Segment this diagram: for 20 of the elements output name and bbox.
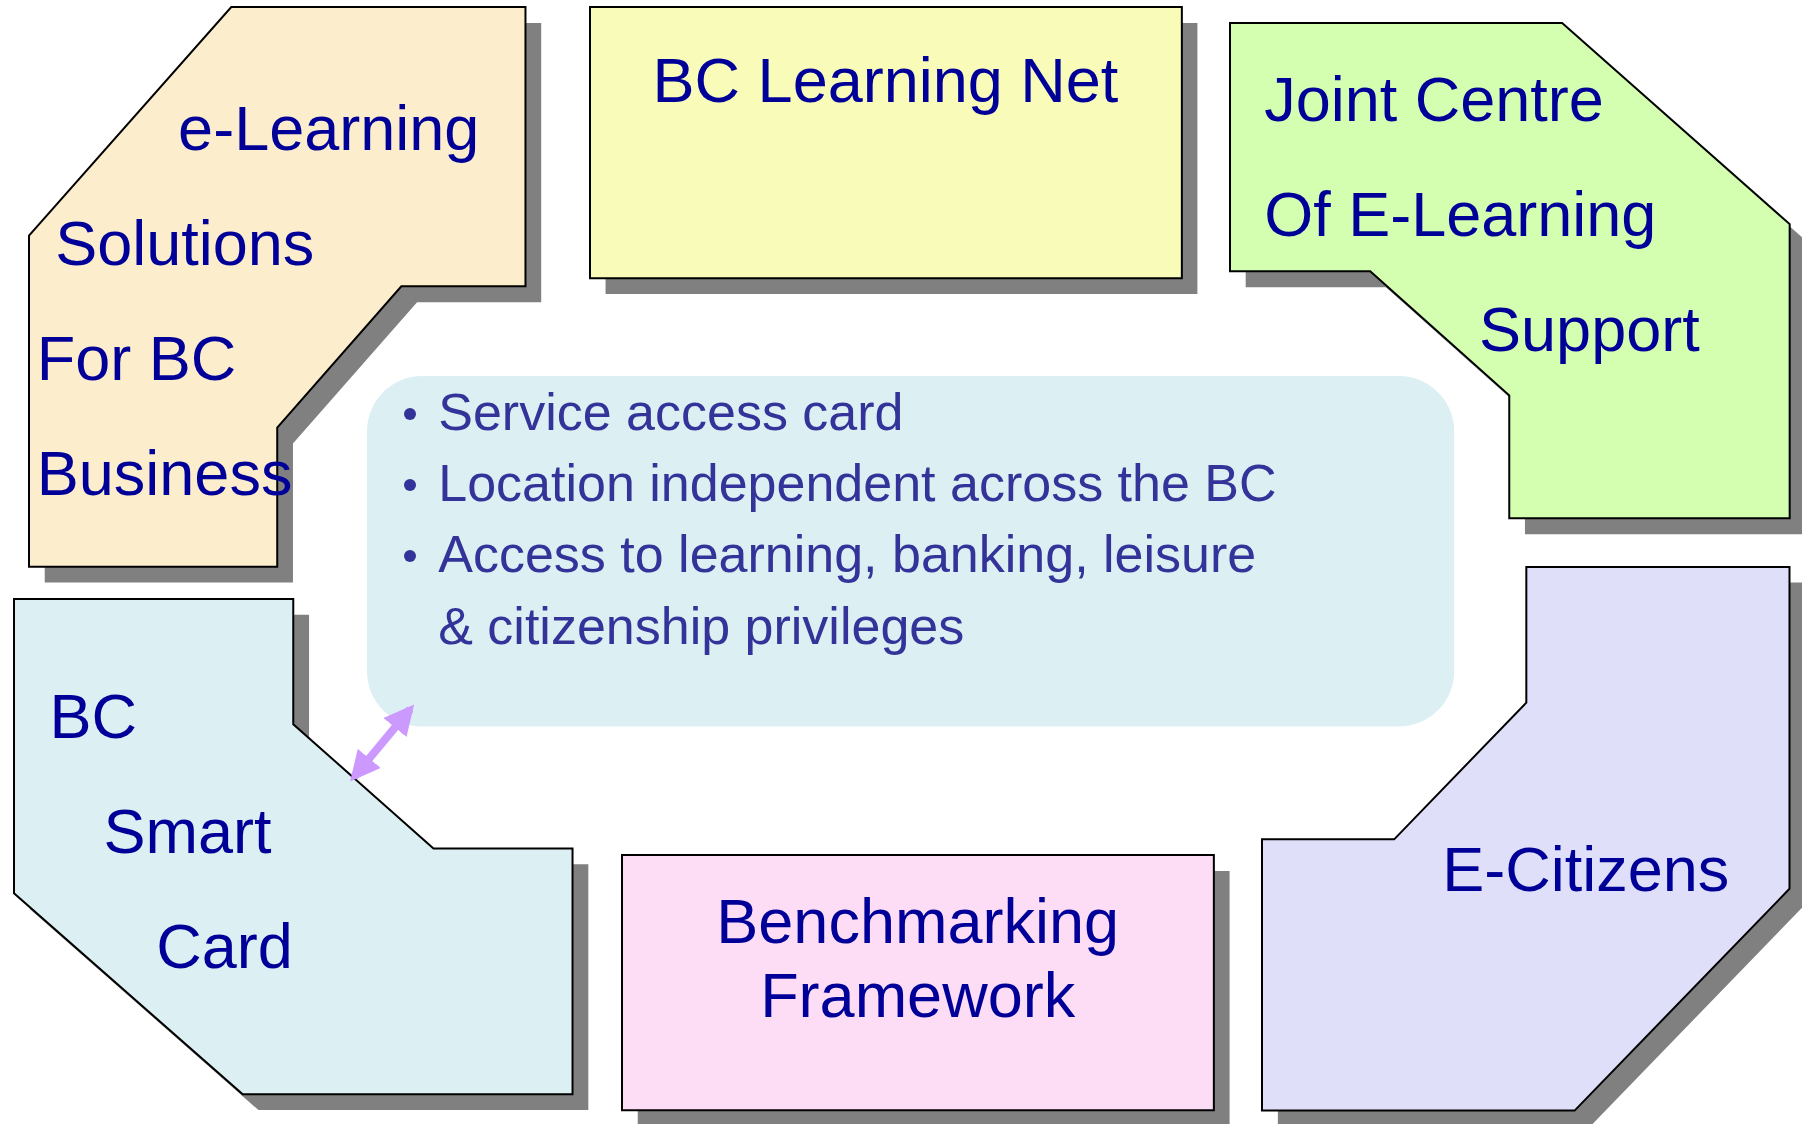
bullet-text: Service access card (438, 381, 905, 443)
octagon-shape (1261, 566, 1790, 1111)
shape-label: Solutions (55, 206, 315, 280)
shape-label: Support (1479, 293, 1700, 367)
shape-label: BC (49, 680, 137, 754)
shape-label: Joint Centre (1264, 63, 1604, 137)
shape-label: BC Learning Net (651, 43, 1120, 117)
bullet-text: Access to learning, banking, leisure & citizenship privileges (438, 524, 1258, 657)
double-arrow (350, 704, 415, 782)
bullet-text: Location independent across the BC (438, 453, 1278, 515)
rounded-panel (366, 375, 1454, 727)
shape-label: For BC (36, 321, 237, 395)
shape-label: Card (156, 910, 293, 984)
rectangle-box (621, 855, 1214, 1111)
rectangle-box (589, 6, 1182, 279)
shape-label: Smart (103, 795, 272, 869)
shape-label: E-Citizens (1442, 833, 1730, 907)
shape-label: Of E-Learning (1264, 178, 1657, 252)
shape-label: Benchmarking Framework (715, 884, 1120, 1032)
shape-label: e-Learning (178, 91, 480, 165)
